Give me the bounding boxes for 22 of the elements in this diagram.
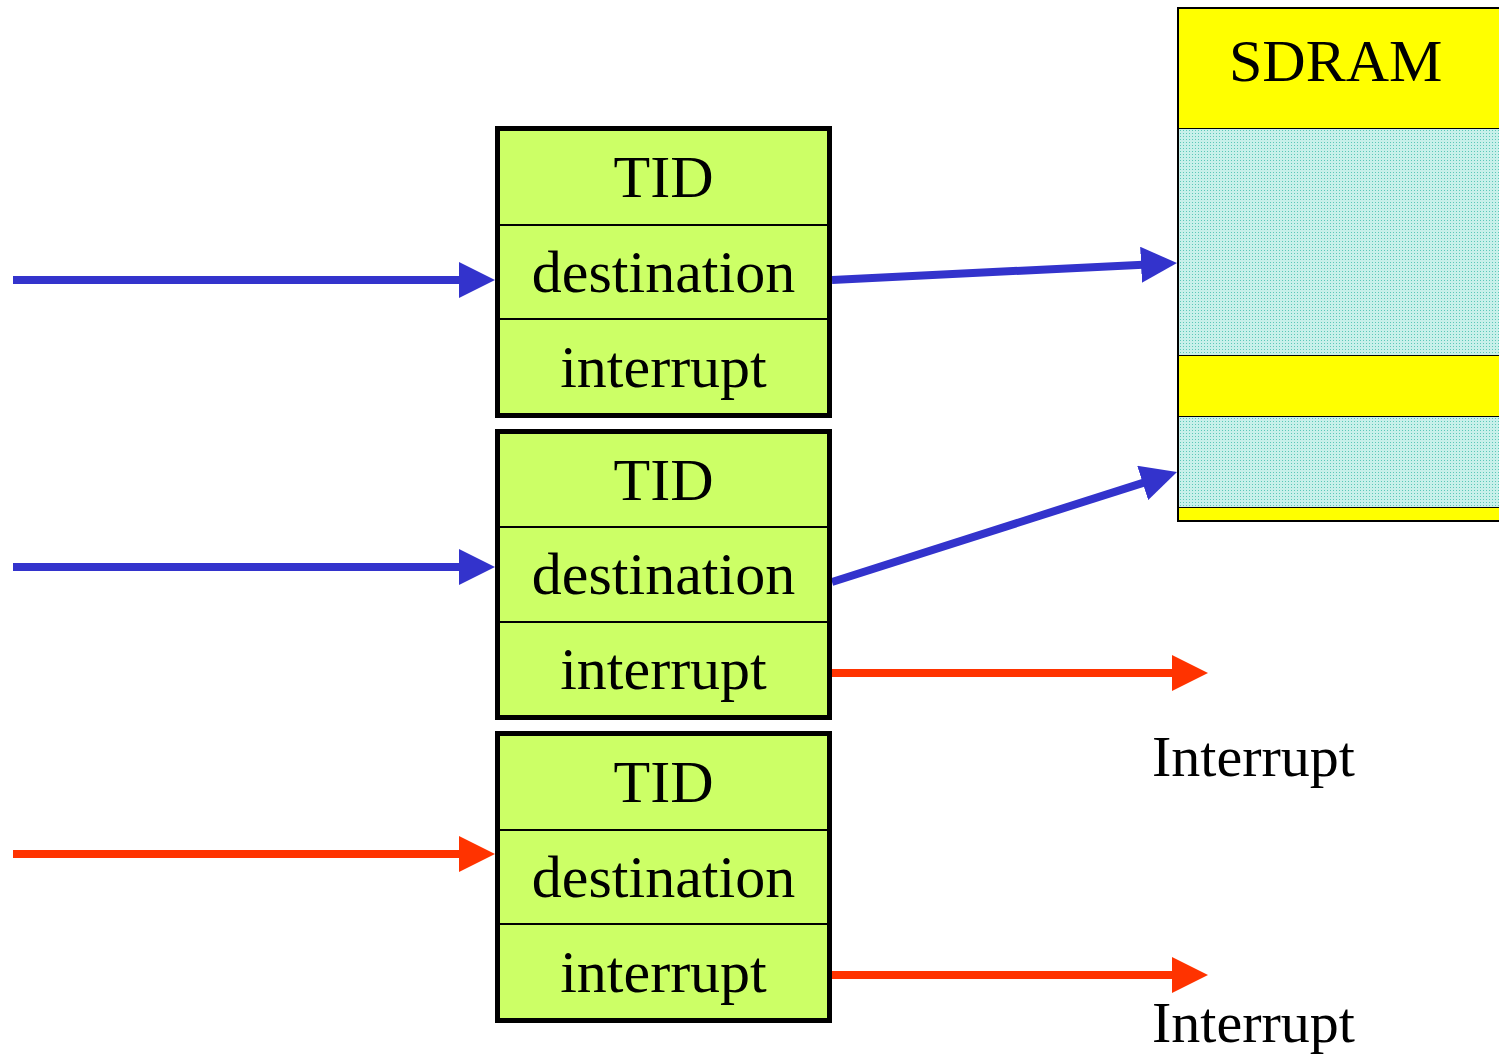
arrow [831,246,1177,284]
memory-title: SDRAM [1229,31,1443,91]
record-field: TID [500,131,827,224]
record-box [495,126,832,418]
record-field: interrupt [500,923,827,1018]
record-field: destination [500,526,827,621]
arrow [832,655,1208,691]
signal-label: Interrupt [1152,728,1355,786]
arrow [830,465,1177,586]
memory-block [1177,7,1499,522]
record-field: destination [500,828,827,924]
record-field: interrupt [500,318,827,413]
record-field: TID [500,434,827,527]
record-field: interrupt [500,620,827,715]
record-box [495,731,832,1023]
signal-label: Interrupt [1152,994,1355,1052]
memory-region [1179,416,1499,508]
memory-region [1179,128,1499,356]
record-field: destination [500,223,827,319]
record-box [495,429,832,720]
record-field: TID [500,736,827,829]
arrow [832,957,1208,993]
